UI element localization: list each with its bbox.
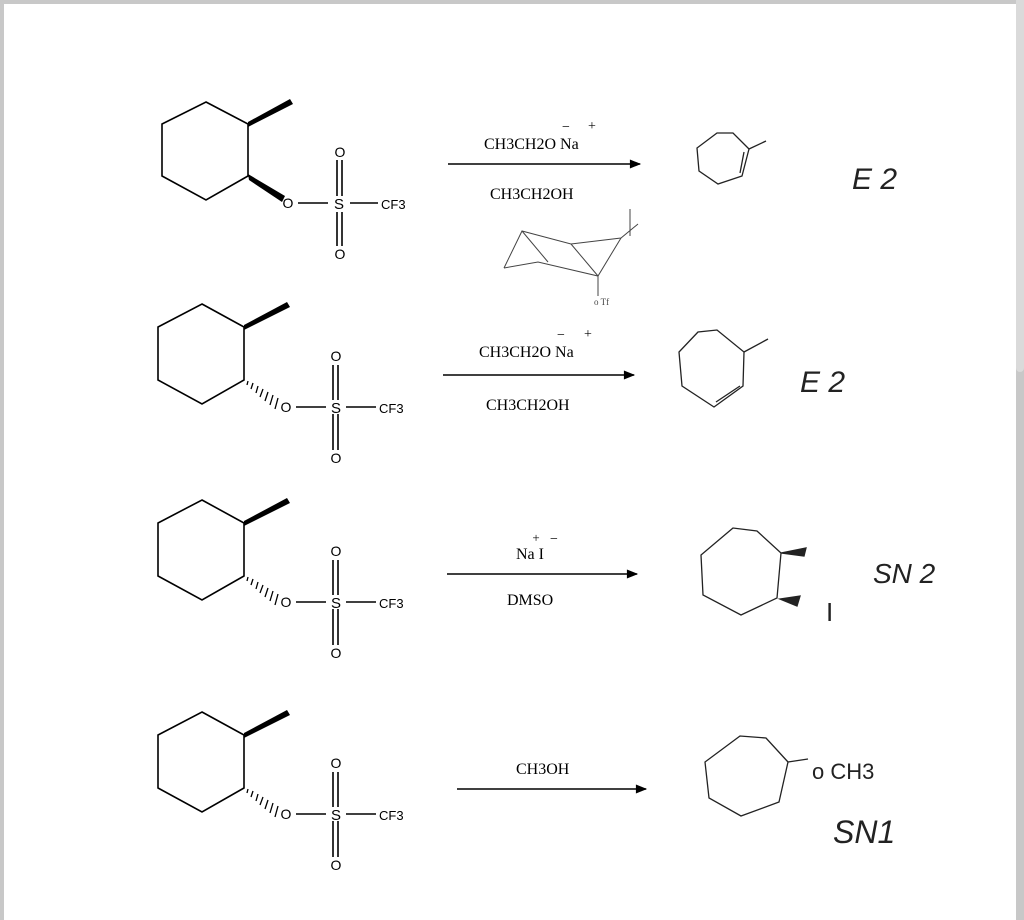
reactant-1 <box>161 99 378 246</box>
solvent-label: CH3CH2OH <box>490 186 574 203</box>
sulfonyl-oxygen-top: O <box>331 755 342 771</box>
hand-drawn-product-alkene <box>696 132 767 185</box>
hand-drawn-chair <box>503 209 639 296</box>
methyl-wedge-bond <box>248 99 293 127</box>
reaction-row-1: O S O O CF3 CH3CH2O Na − + CH3CH2OH o Tf… <box>161 99 897 307</box>
reactant-2 <box>157 302 376 450</box>
ester-oxygen-label: O <box>281 399 292 415</box>
chair-note: o Tf <box>594 297 609 307</box>
methyl-wedge-bond <box>244 302 290 330</box>
ester-oxygen-label: O <box>281 594 292 610</box>
plus-charge: + <box>532 530 539 545</box>
sulfonyl-oxygen-bottom: O <box>331 857 342 873</box>
methyl-wedge-bond <box>244 498 290 526</box>
reagent-label: CH3CH2O Na <box>479 344 574 361</box>
mechanism-answer: E 2 <box>800 366 845 399</box>
ester-oxygen-label: O <box>281 806 292 822</box>
reactant-4 <box>157 710 376 857</box>
cyclohexane-ring <box>157 711 245 813</box>
reactant-3 <box>157 498 376 645</box>
reaction-row-2: O S O O CF3 CH3CH2O Na − + CH3CH2OH E 2 <box>157 302 845 466</box>
reagent-label: CH3CH2O Na <box>484 136 579 153</box>
trifluoromethyl-label: CF3 <box>379 596 404 611</box>
methyl-wedge-bond <box>244 710 290 738</box>
hand-drawn-product-alkene <box>678 329 769 408</box>
sulfonyl-oxygen-bottom: O <box>331 645 342 661</box>
reagent-label: CH3OH <box>516 761 570 778</box>
reaction-row-3: O S O O CF3 Na I + − DMSO I SN 2 <box>157 498 936 661</box>
solvent-label: DMSO <box>507 592 553 609</box>
ester-wedge-bond <box>248 174 285 202</box>
plus-charge: + <box>584 327 592 342</box>
reaction-row-4: O S O O CF3 CH3OH o CH3 SN1 <box>157 710 895 873</box>
sulfonyl-oxygen-top: O <box>335 144 346 160</box>
sulfur-label: S <box>331 595 341 612</box>
trifluoromethyl-label: CF3 <box>379 808 404 823</box>
hand-drawn-product-ether <box>704 735 809 817</box>
minus-charge: − <box>562 120 570 135</box>
trifluoromethyl-label: CF3 <box>381 197 406 212</box>
hashed-bond <box>246 576 279 606</box>
ester-oxygen-label: O <box>283 195 294 211</box>
sulfur-label: S <box>331 807 341 824</box>
mechanism-answer: SN 2 <box>873 558 936 589</box>
hand-drawn-product-iodide <box>700 527 807 616</box>
hashed-bond <box>246 788 279 818</box>
document-page <box>4 4 1016 920</box>
mechanism-answer: E 2 <box>852 163 897 196</box>
sulfonyl-oxygen-top: O <box>331 348 342 364</box>
sulfonyl-oxygen-bottom: O <box>331 450 342 466</box>
sulfur-label: S <box>331 400 341 417</box>
reagent-label: Na I <box>516 546 544 563</box>
plus-charge: + <box>588 119 596 134</box>
mechanism-answer: SN1 <box>833 814 895 850</box>
sulfonyl-oxygen-top: O <box>331 543 342 559</box>
sulfonyl-oxygen-bottom: O <box>335 246 346 262</box>
solvent-label: CH3CH2OH <box>486 397 570 414</box>
trifluoromethyl-label: CF3 <box>379 401 404 416</box>
product-methoxy-label: o CH3 <box>812 759 874 784</box>
product-iodine-label: I <box>826 597 833 627</box>
minus-charge: − <box>550 532 558 547</box>
hashed-bond <box>246 380 279 410</box>
scrollbar-thumb[interactable] <box>1016 0 1024 372</box>
cyclohexane-ring <box>161 101 249 201</box>
sulfur-label: S <box>334 196 344 213</box>
cyclohexane-ring <box>157 303 245 405</box>
minus-charge: − <box>557 328 565 343</box>
cyclohexane-ring <box>157 499 245 601</box>
